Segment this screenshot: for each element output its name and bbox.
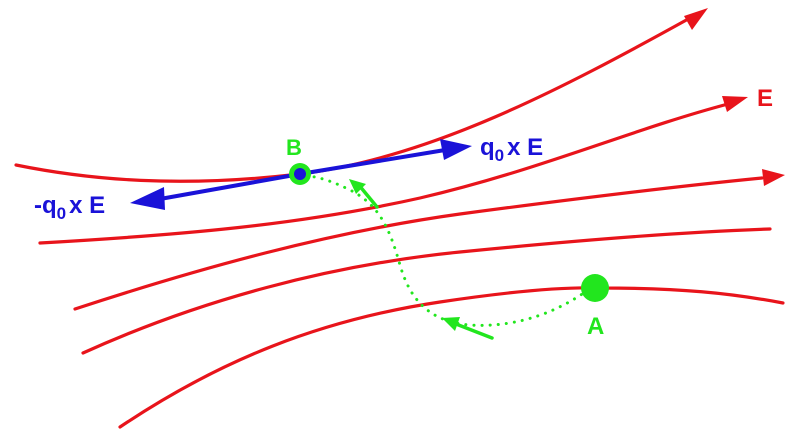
positive-force-arrowhead <box>440 139 472 160</box>
negative-force-label-suffix: x E <box>69 192 105 219</box>
path-direction-arrows <box>349 179 494 340</box>
field-line-3-arrowhead <box>762 169 785 186</box>
positive-force-label-suffix: x E <box>507 134 543 161</box>
direction-arrow-lower-head <box>442 317 460 331</box>
negative-force-arrowhead <box>130 187 165 210</box>
field-lines <box>14 8 785 429</box>
field-line-5 <box>118 286 785 429</box>
field-line-4 <box>81 227 772 355</box>
direction-arrow-lower <box>454 322 494 340</box>
point-b-center <box>294 168 306 180</box>
negative-force-arrow-shaft <box>159 172 301 201</box>
field-line-3 <box>73 176 764 311</box>
positive-force-arrow-shaft <box>299 148 446 176</box>
point-a-label: A <box>587 313 604 340</box>
positive-force-label-subscript: 0 <box>495 146 504 165</box>
negative-force-label-subscript: 0 <box>57 204 66 223</box>
field-label: E <box>757 85 773 112</box>
field-line-2-arrowhead <box>722 96 748 112</box>
point-a-marker <box>581 274 609 302</box>
field-line-1-arrowhead <box>684 8 708 30</box>
negative-force-label-prefix: -q <box>34 192 57 219</box>
path-a-to-b <box>303 174 590 327</box>
field-line-2 <box>38 102 730 245</box>
point-b-label: B <box>286 135 302 160</box>
field-line-1 <box>14 16 692 183</box>
force-arrows <box>130 139 472 210</box>
positive-force-label-prefix: q <box>480 134 495 161</box>
direction-arrow-upper-head <box>349 179 366 194</box>
